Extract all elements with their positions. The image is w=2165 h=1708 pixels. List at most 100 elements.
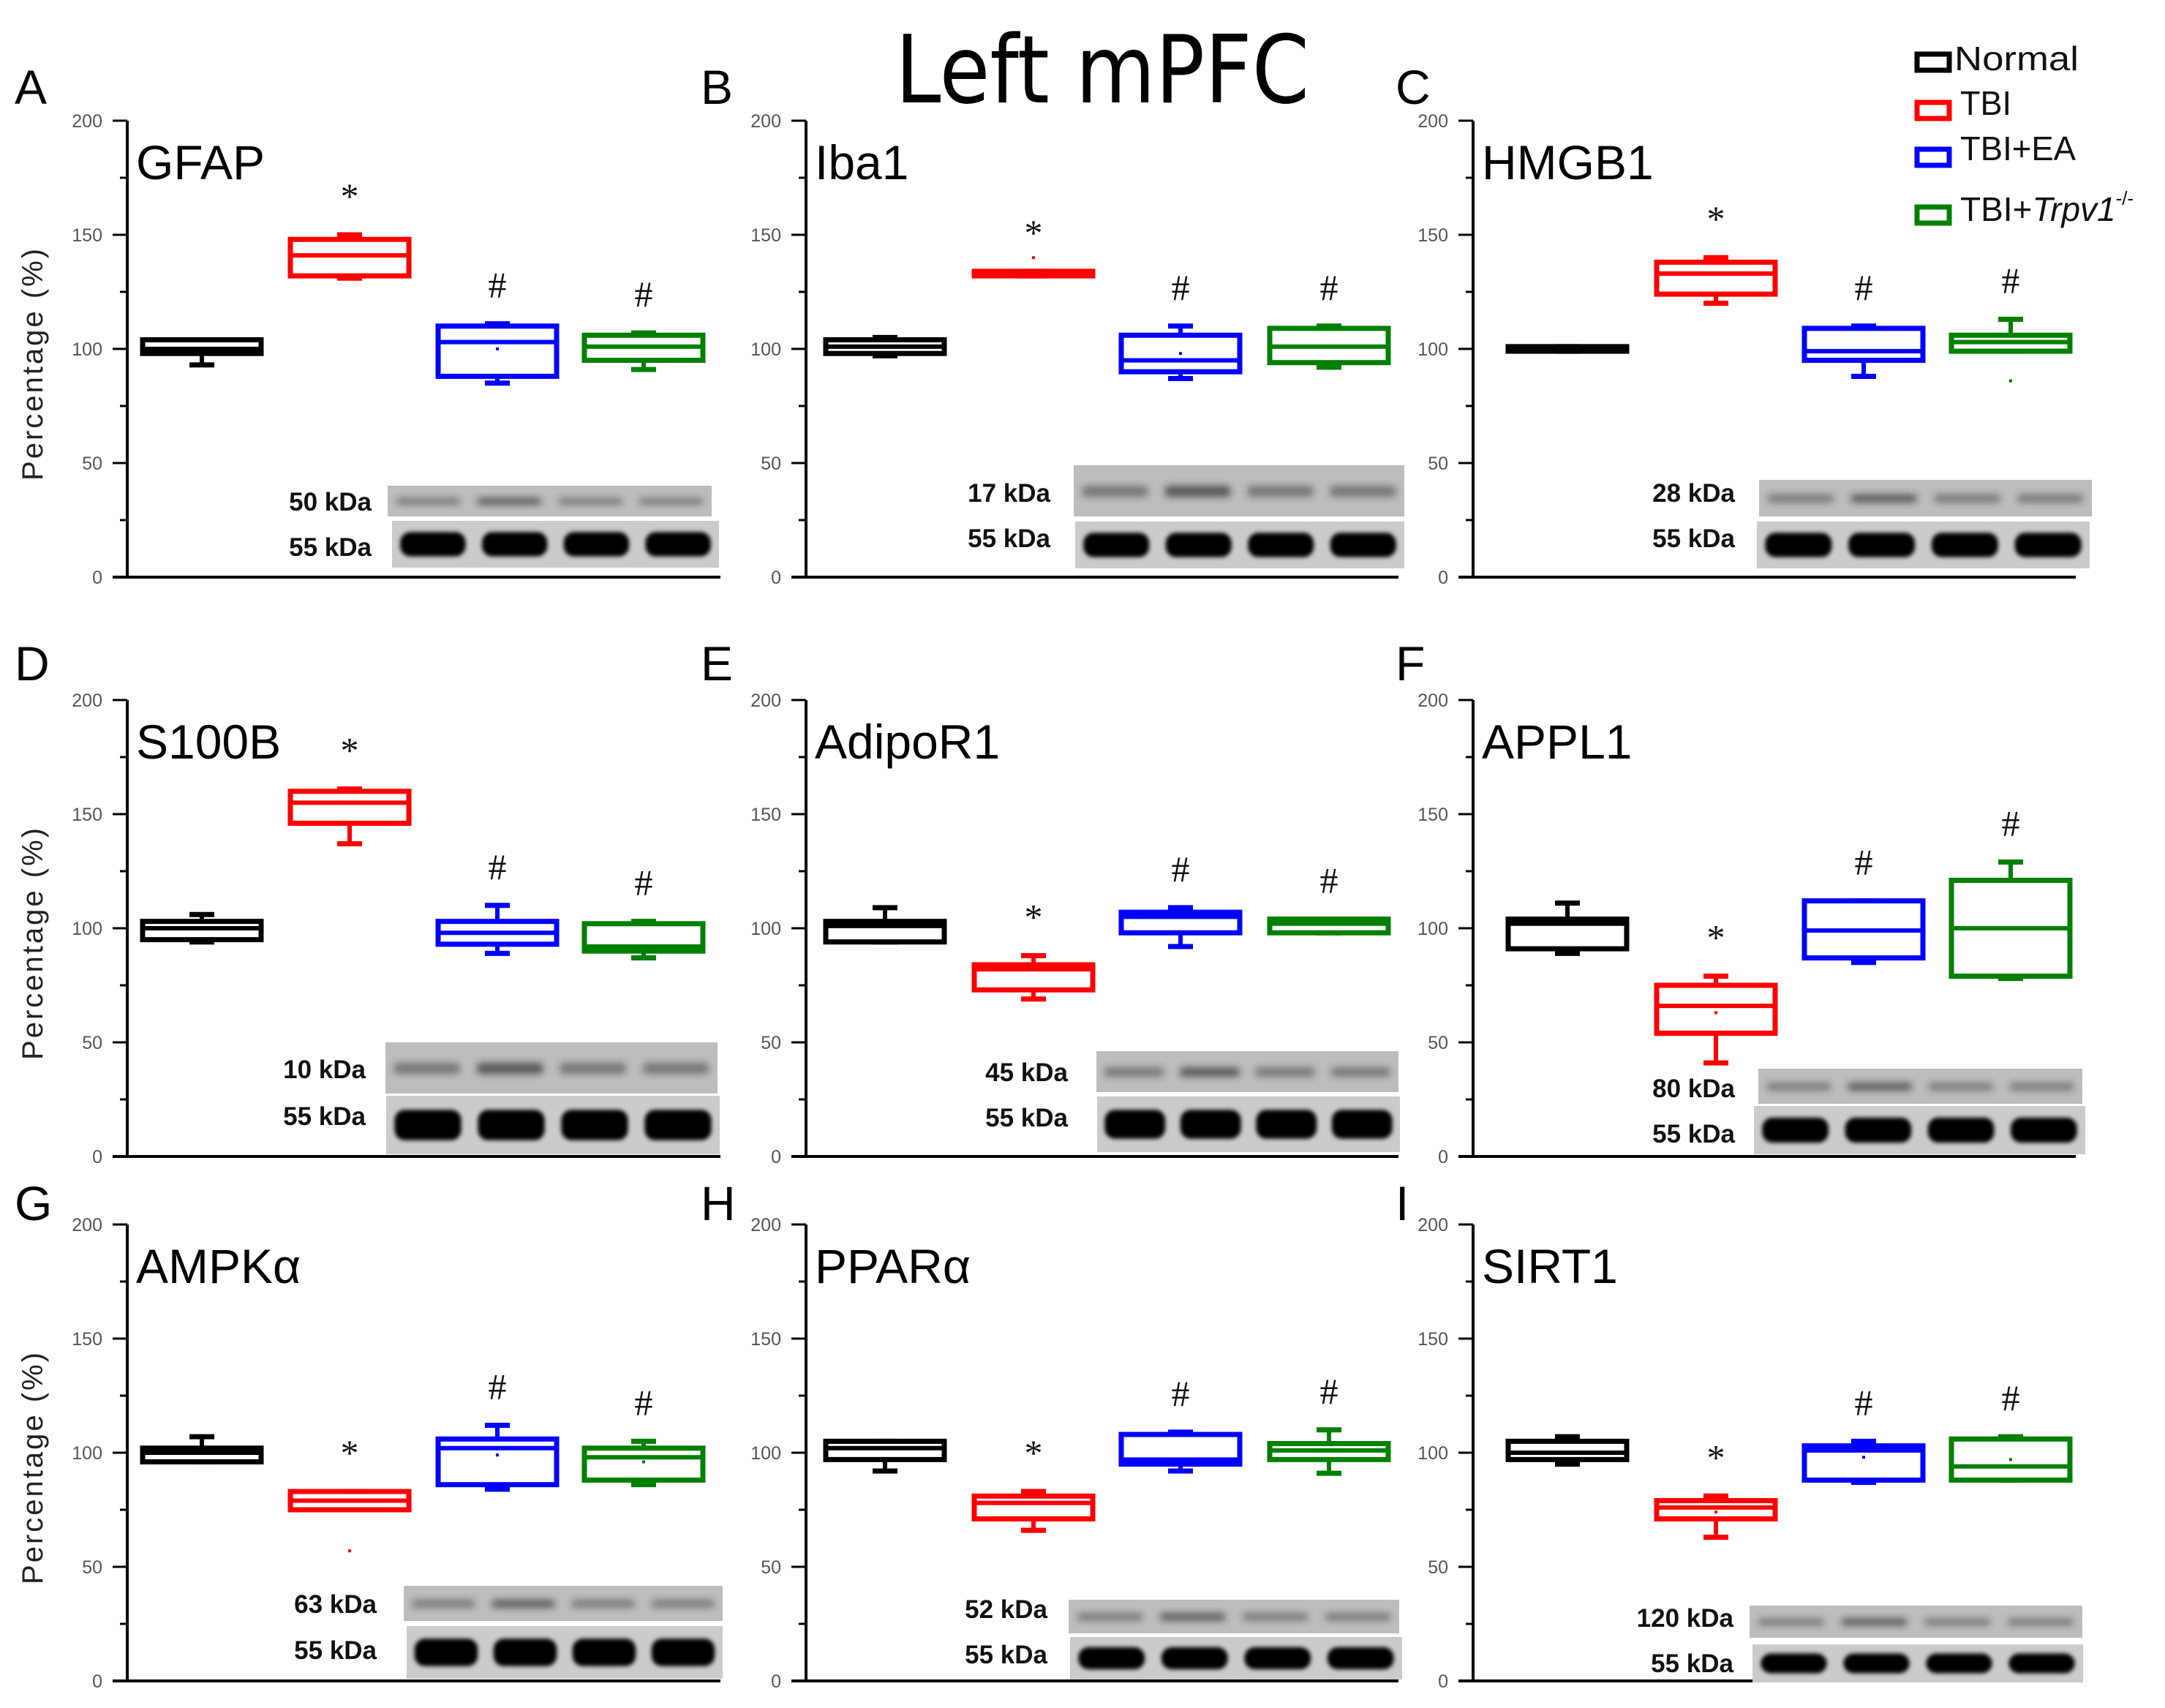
control-band (1843, 1653, 1910, 1674)
protein-name: AMPKα (136, 1239, 301, 1293)
iqr-box (140, 1445, 264, 1464)
significance-star: * (341, 730, 359, 771)
significance-hash: # (1172, 1373, 1190, 1414)
significance-star: * (341, 176, 359, 217)
y-tick-label: 50 (1428, 1557, 1448, 1578)
legend-item-tbi: TBI (1914, 84, 2011, 122)
box-tbi: * (287, 730, 412, 847)
box-tbi-trpv1: # (581, 1382, 706, 1488)
box-tbi: * (287, 176, 412, 281)
y-tick-label: 50 (761, 1033, 781, 1053)
box-tbi: * (1654, 198, 1778, 306)
iqr-box (140, 919, 264, 943)
box-tbi-trpv1: # (1949, 1377, 2073, 1483)
target-band (1841, 1618, 1908, 1626)
target-band (1758, 1618, 1825, 1626)
target-band (394, 1063, 461, 1075)
y-tick-label: 200 (72, 111, 102, 132)
target-band (1077, 1613, 1143, 1621)
target-band (1767, 494, 1834, 503)
mean-marker (1714, 1011, 1717, 1015)
target-band (1330, 486, 1396, 497)
mean-marker (496, 347, 499, 350)
box-tbi-trpv1: # (1267, 1371, 1391, 1476)
y-tick-label: 200 (72, 1215, 102, 1235)
target-band (571, 1600, 636, 1608)
control-band (478, 1110, 545, 1140)
y-tick-label: 200 (1417, 1215, 1448, 1235)
control-band (572, 1639, 636, 1666)
mean-marker (496, 1453, 499, 1457)
control-band (1330, 533, 1396, 557)
y-tick-label: 50 (761, 454, 781, 474)
control-band (1926, 1653, 1992, 1674)
outlier-marker (2009, 379, 2012, 383)
y-tick-label: 100 (72, 339, 102, 360)
target-band (639, 497, 704, 505)
significance-hash: # (2002, 1377, 2020, 1418)
control-band (644, 1110, 712, 1140)
control-kda-label: 55 kDa (294, 1636, 377, 1665)
y-tick-label: 200 (1417, 691, 1448, 711)
legend-label-genotype: -/- (2116, 187, 2134, 209)
target-band (557, 497, 623, 505)
iqr-box (823, 1438, 947, 1462)
significance-hash: # (2002, 260, 2020, 301)
y-tick-label: 50 (82, 1033, 102, 1053)
y-tick-label: 150 (750, 1329, 781, 1350)
y-tick-label: 50 (82, 454, 102, 474)
box-tbi: * (971, 1432, 1096, 1533)
panel-letter: F (1396, 636, 1425, 691)
box-tbi-ea: # (1118, 1373, 1243, 1474)
y-tick-label: 150 (750, 225, 781, 246)
y-tick-label: 100 (750, 1443, 781, 1464)
y-tick-label: 0 (92, 1671, 102, 1692)
significance-hash: # (1855, 842, 1873, 883)
significance-hash: # (635, 1382, 653, 1423)
legend-item-normal: Normal (1914, 39, 2079, 78)
control-band (1104, 1110, 1166, 1139)
panel-letter: H (701, 1176, 736, 1230)
y-tick-label: 100 (750, 339, 781, 360)
iqr-box (435, 1436, 560, 1488)
box-tbi-trpv1: # (1949, 803, 2073, 982)
panel-letter: B (701, 60, 733, 114)
y-tick-label: 150 (1417, 1329, 1448, 1350)
box-normal (140, 911, 264, 945)
significance-hash: # (1855, 267, 1873, 308)
box-tbi-trpv1: # (581, 862, 706, 961)
legend-swatch-tbi-trpv1 (1914, 204, 1952, 226)
target-band (396, 497, 461, 505)
significance-star: * (1707, 917, 1725, 958)
mean-marker (642, 1460, 645, 1464)
target-band (491, 1600, 556, 1608)
legend-label-tbi-trpv1: TBI+Trpv1-/- (1960, 187, 2134, 228)
box-normal (823, 1438, 947, 1474)
control-band (1331, 1110, 1393, 1139)
target-band (2009, 1083, 2074, 1091)
target-band (1104, 1067, 1164, 1077)
significance-hash: # (489, 1366, 507, 1407)
control-band (1927, 1117, 1995, 1143)
target-band (1179, 1067, 1240, 1077)
significance-hash: # (1320, 267, 1338, 308)
y-axis-title: Percentage (%) (17, 247, 49, 481)
box-tbi: * (971, 212, 1096, 279)
box-normal (140, 337, 264, 368)
control-band (1083, 533, 1150, 557)
target-band (560, 1063, 627, 1075)
target-kda-label: 50 kDa (289, 488, 372, 516)
legend: Normal TBI TBI+EA TBI+Trpv1-/- (1914, 39, 2134, 228)
protein-name: PPARα (815, 1239, 971, 1293)
iqr-box (1801, 326, 1926, 364)
control-band (394, 1110, 462, 1140)
control-band (400, 532, 466, 557)
control-band (1165, 533, 1232, 557)
significance-hash: # (1172, 849, 1190, 889)
